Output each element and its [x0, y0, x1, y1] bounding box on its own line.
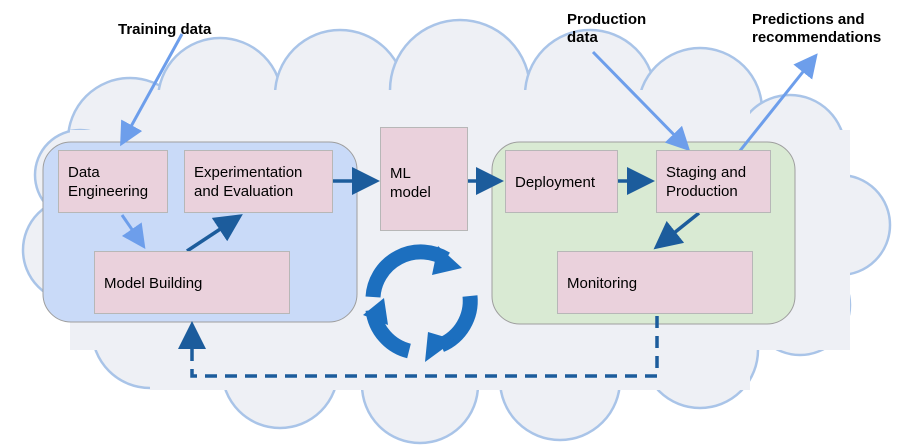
cycle-arrowhead-3 — [363, 298, 388, 325]
building-to-experimentation-arrow — [186, 214, 243, 253]
staging-to-monitoring-arrow — [653, 211, 701, 250]
model-building-box: Model Building — [94, 251, 290, 314]
ml-model-label: ML model — [390, 165, 431, 201]
monitoring-box: Monitoring — [557, 251, 753, 314]
staging-box: Staging and Production — [656, 150, 771, 213]
production-data-label: Production data — [567, 11, 647, 46]
feedback-loop-dashed-arrow — [178, 316, 659, 378]
staging-label: Staging and Production — [666, 164, 747, 200]
training-data-arrow — [120, 33, 184, 147]
data-engineering-label: Data Engineering — [68, 164, 149, 200]
cycle-arrowhead-2 — [425, 332, 455, 362]
predictions-arrow — [733, 53, 818, 158]
deployment-box: Deployment — [505, 150, 618, 213]
model-building-label: Model Building — [104, 275, 203, 292]
ml-model-box: ML model — [380, 127, 468, 231]
cycle-arrowhead-1 — [432, 246, 462, 275]
monitoring-label: Monitoring — [567, 275, 638, 292]
experimentation-label: Experimentation and Evaluation — [194, 164, 303, 200]
deployment-label: Deployment — [515, 174, 596, 191]
predictions-label: Predictions and recommendations — [752, 11, 882, 46]
production-data-arrow — [591, 50, 691, 152]
engineering-to-building-arrow — [120, 214, 146, 249]
experimentation-box: Experimentation and Evaluation — [184, 150, 333, 213]
data-engineering-box: Data Engineering — [58, 150, 168, 213]
training-data-label: Training data — [118, 21, 212, 38]
